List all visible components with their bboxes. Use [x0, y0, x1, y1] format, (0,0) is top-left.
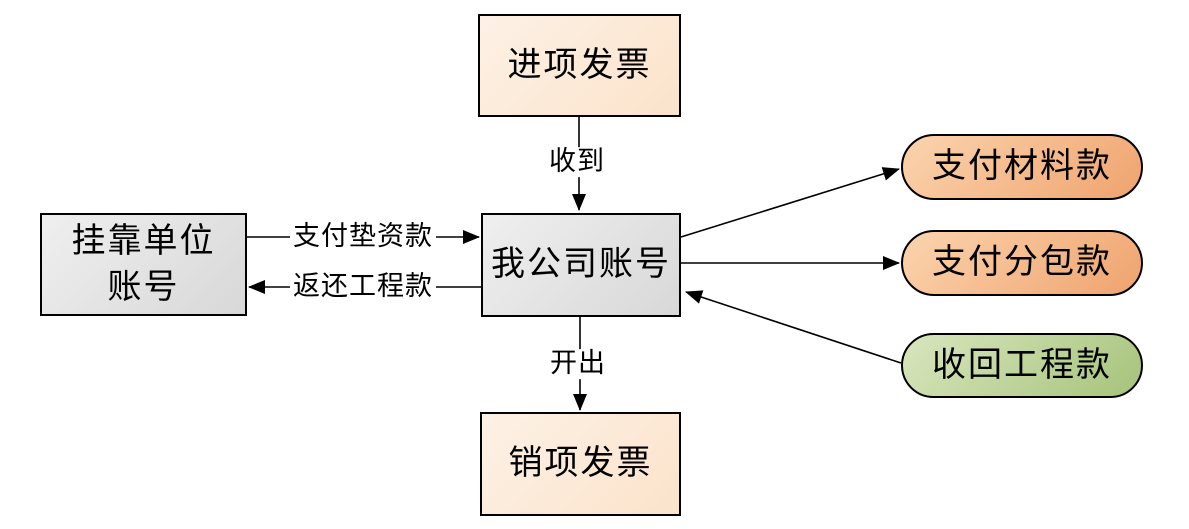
- node-pay-subcontract-label: 支付分包款: [932, 244, 1112, 282]
- node-my-company-account-label: 我公司账号: [491, 246, 671, 284]
- node-recover-project-label: 收回工程款: [932, 346, 1112, 384]
- edge-label-pay-advance: 支付垫资款: [290, 221, 436, 252]
- node-recover-project: 收回工程款: [901, 333, 1143, 398]
- edge-pay-material-line: [680, 167, 900, 238]
- edge-label-issue: 开出: [547, 348, 609, 379]
- node-affiliated-account-label-line1: 挂靠单位: [71, 222, 216, 260]
- node-input-invoice-label: 进项发票: [507, 46, 652, 84]
- edge-label-receive: 收到: [546, 146, 608, 177]
- edge-recover-project-line: [685, 290, 902, 364]
- node-pay-subcontract: 支付分包款: [901, 230, 1143, 296]
- edge-label-return-project: 返还工程款: [290, 271, 436, 302]
- node-affiliated-account-label-line2: 账号: [107, 268, 180, 306]
- node-input-invoice: 进项发票: [478, 14, 681, 117]
- node-pay-material-label: 支付材料款: [932, 148, 1112, 186]
- node-pay-material: 支付材料款: [901, 134, 1143, 200]
- node-output-invoice-label: 销项发票: [508, 445, 653, 483]
- node-output-invoice: 销项发票: [480, 412, 681, 516]
- node-my-company-account: 我公司账号: [481, 213, 681, 317]
- node-affiliated-account: 挂靠单位 账号: [40, 213, 247, 316]
